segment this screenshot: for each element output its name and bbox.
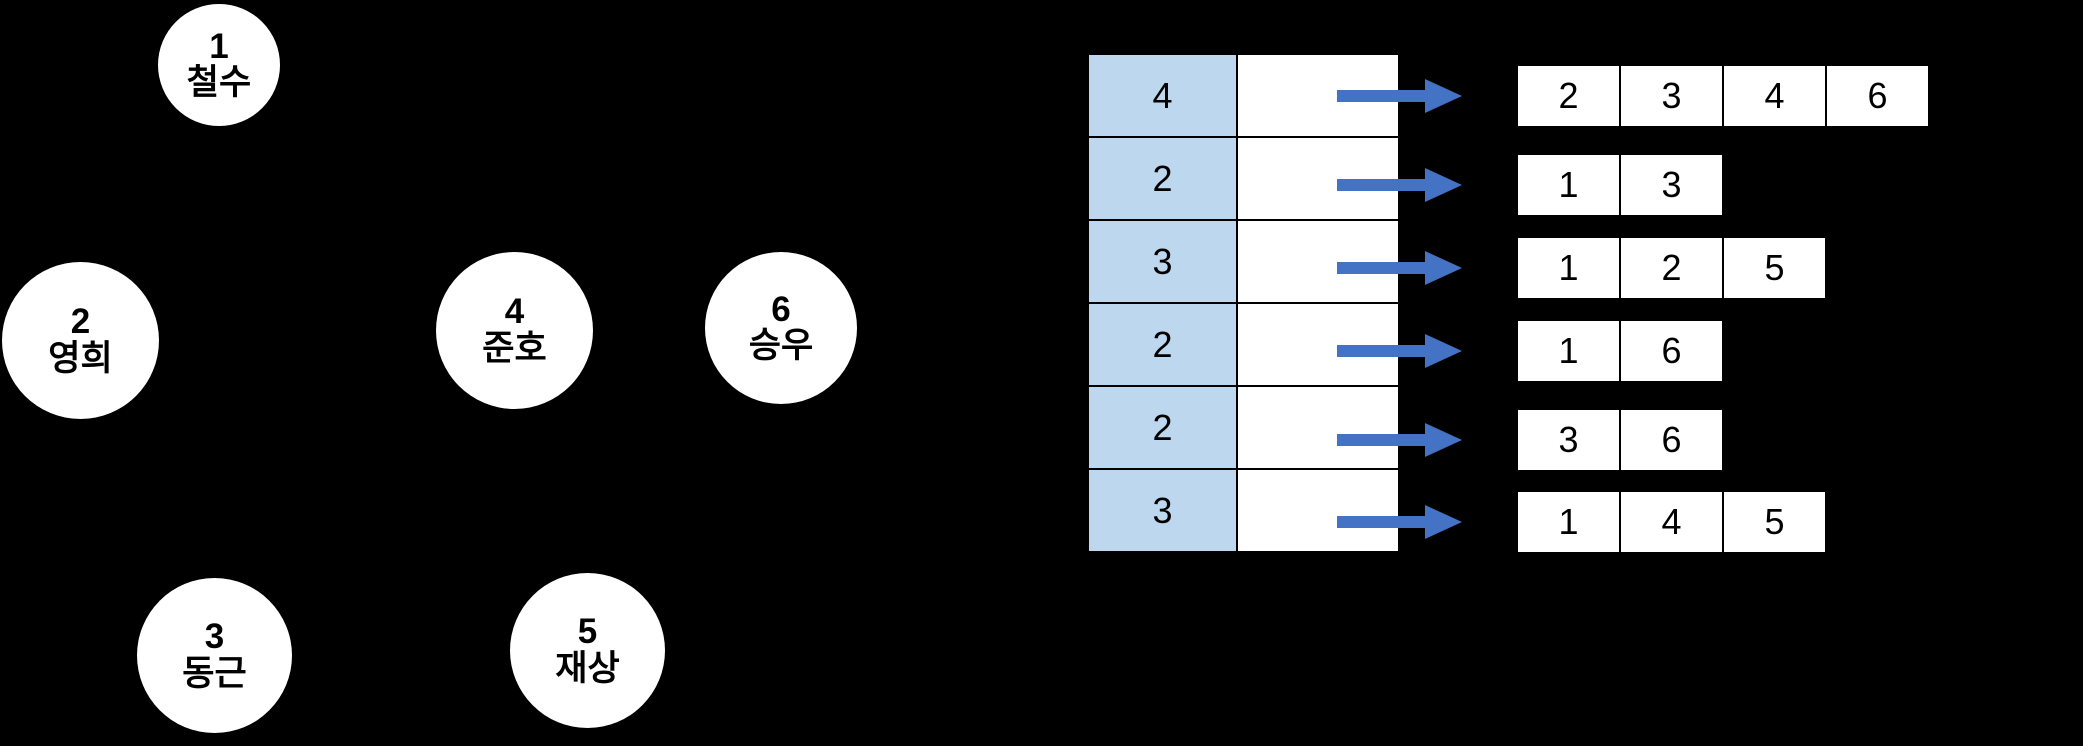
- graph-node-6[interactable]: 6 승우: [705, 252, 857, 404]
- graph-node-1[interactable]: 1 철수: [158, 4, 280, 126]
- adjacency-value-cell[interactable]: 1: [1516, 319, 1621, 383]
- adjacency-pointer-cell: [1236, 53, 1400, 138]
- adjacency-pointer-cell: [1236, 302, 1400, 387]
- graph-node-id: 5: [577, 612, 598, 652]
- adjacency-value-row-1: 2 3 4 6: [1516, 64, 1930, 128]
- adjacency-value-row-2: 1 3: [1516, 153, 1724, 217]
- table-row[interactable]: 2: [1086, 302, 1400, 387]
- adjacency-count-cell: 3: [1086, 219, 1239, 304]
- graph-node-5[interactable]: 5 재상: [510, 573, 665, 728]
- adjacency-value-cell[interactable]: 6: [1825, 64, 1930, 128]
- graph-node-label: 승우: [748, 326, 814, 365]
- adjacency-value-row-5: 3 6: [1516, 408, 1724, 472]
- graph-node-id: 6: [771, 289, 791, 329]
- adjacency-value-cell[interactable]: 3: [1619, 64, 1724, 128]
- table-row[interactable]: 3: [1086, 219, 1400, 304]
- adjacency-pointer-cell: [1236, 468, 1400, 553]
- graph-node-label: 동근: [182, 653, 247, 693]
- table-row[interactable]: 2: [1086, 136, 1400, 221]
- adjacency-value-cell[interactable]: 3: [1516, 408, 1621, 472]
- adjacency-value-cell[interactable]: 5: [1722, 490, 1827, 554]
- adjacency-value-cell[interactable]: 2: [1516, 64, 1621, 128]
- graph-node-id: 3: [204, 617, 225, 657]
- adjacency-count-cell: 2: [1086, 136, 1239, 221]
- adjacency-value-cell[interactable]: 3: [1619, 153, 1724, 217]
- graph-node-label: 영희: [48, 338, 113, 378]
- graph-node-label: 재상: [555, 648, 620, 688]
- graph-node-3[interactable]: 3 동근: [137, 578, 292, 733]
- adjacency-value-row-6: 1 4 5: [1516, 490, 1827, 554]
- adjacency-pointer-cell: [1236, 385, 1400, 470]
- table-row[interactable]: 2: [1086, 385, 1400, 470]
- adjacency-count-cell: 2: [1086, 302, 1239, 387]
- table-row[interactable]: 3: [1086, 468, 1400, 553]
- graph-node-id: 1: [209, 26, 229, 66]
- adjacency-count-cell: 3: [1086, 468, 1239, 553]
- graph-node-2[interactable]: 2 영희: [2, 262, 159, 419]
- adjacency-value-row-4: 1 6: [1516, 319, 1724, 383]
- adjacency-head-table: 4 2 3 2 2 3: [1086, 53, 1400, 553]
- adjacency-count-cell: 4: [1086, 53, 1239, 138]
- adjacency-value-cell[interactable]: 1: [1516, 490, 1621, 554]
- graph-node-id: 2: [70, 302, 91, 342]
- adjacency-value-row-3: 1 2 5: [1516, 236, 1827, 300]
- adjacency-value-cell[interactable]: 4: [1619, 490, 1724, 554]
- adjacency-count-cell: 2: [1086, 385, 1239, 470]
- adjacency-value-cell[interactable]: 5: [1722, 236, 1827, 300]
- graph-node-4[interactable]: 4 준호: [436, 252, 593, 409]
- graph-node-id: 4: [504, 292, 525, 332]
- adjacency-value-cell[interactable]: 2: [1619, 236, 1724, 300]
- adjacency-value-cell[interactable]: 1: [1516, 236, 1621, 300]
- adjacency-pointer-cell: [1236, 219, 1400, 304]
- adjacency-value-cell[interactable]: 6: [1619, 408, 1724, 472]
- graph-node-label: 준호: [482, 328, 547, 368]
- graph-node-label: 철수: [186, 63, 252, 102]
- adjacency-value-cell[interactable]: 4: [1722, 64, 1827, 128]
- adjacency-value-cell[interactable]: 1: [1516, 153, 1621, 217]
- table-row[interactable]: 4: [1086, 53, 1400, 138]
- adjacency-value-cell[interactable]: 6: [1619, 319, 1724, 383]
- adjacency-pointer-cell: [1236, 136, 1400, 221]
